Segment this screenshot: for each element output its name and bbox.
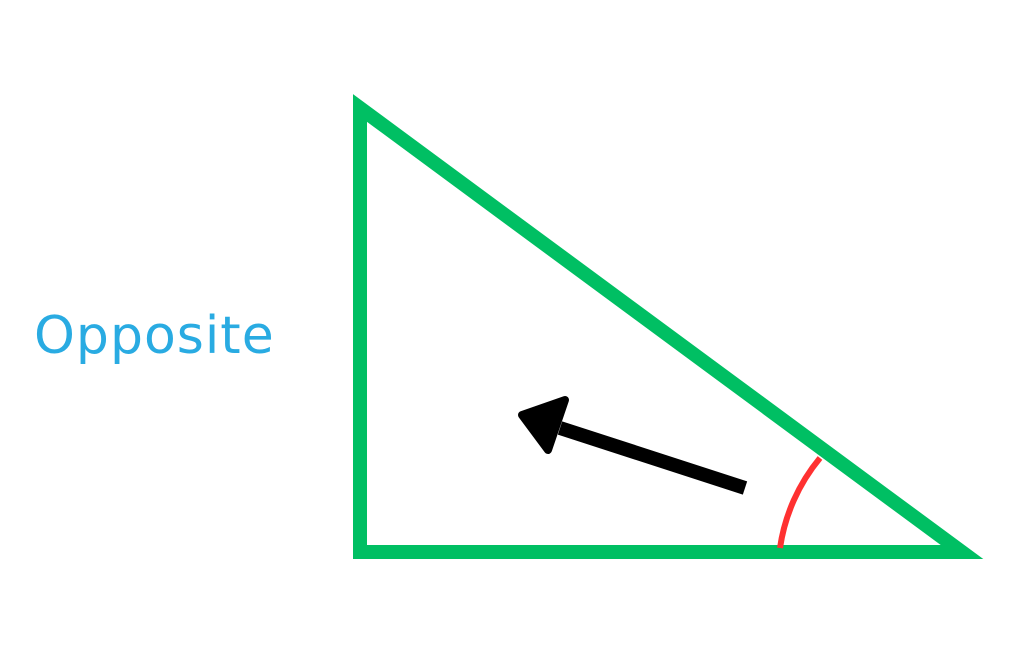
opposite-label: Opposite [34,306,275,366]
arrow-shaft-icon [557,421,748,495]
arrow-head-icon [518,396,569,454]
right-triangle [353,94,984,559]
angle-arc [777,456,823,549]
